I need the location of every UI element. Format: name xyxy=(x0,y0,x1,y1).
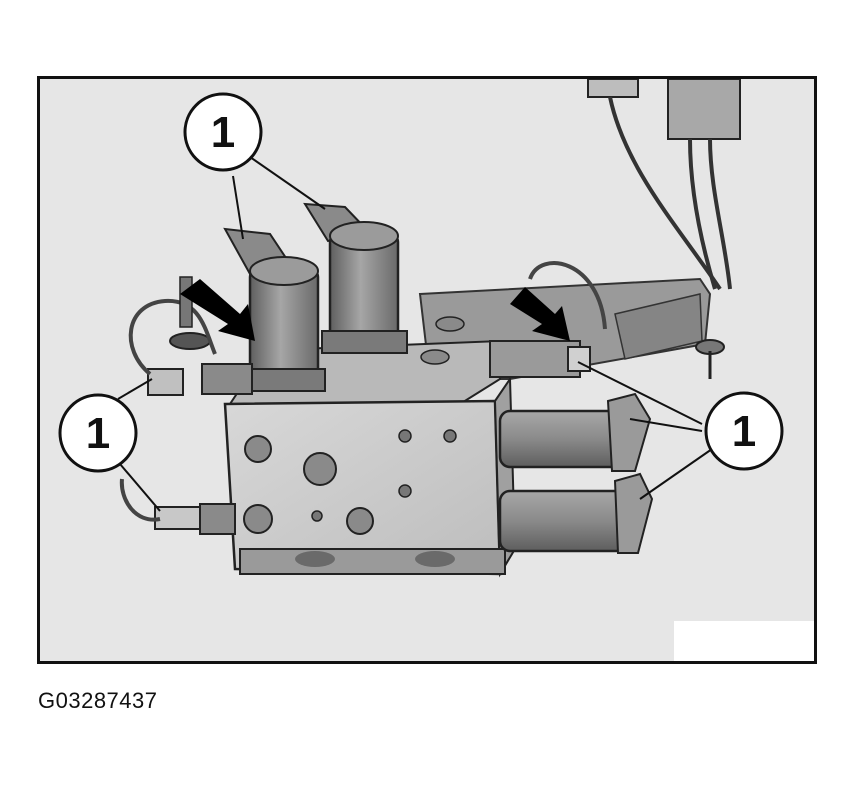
callout-1-right: 1 xyxy=(704,391,784,471)
vertical-solenoid-left xyxy=(223,227,326,392)
horizontal-solenoid-upper xyxy=(498,392,652,472)
callout-1-left: 1 xyxy=(58,393,138,473)
callout-number: 1 xyxy=(86,409,110,458)
leader-line xyxy=(119,463,161,512)
harness-connectors-top xyxy=(528,79,741,330)
leader-line xyxy=(629,418,703,432)
side-connectors xyxy=(119,276,591,535)
valve-body-illustration: 1 1 1 xyxy=(58,79,784,578)
leader-lines xyxy=(117,156,713,512)
leader-line xyxy=(639,448,713,500)
horizontal-solenoid-lower xyxy=(498,472,654,554)
arrow-left xyxy=(180,279,255,341)
leader-line xyxy=(577,361,703,425)
illustration-frame: 1 1 1 xyxy=(37,76,817,664)
callout-number: 1 xyxy=(732,407,756,456)
blank-corner xyxy=(674,621,814,661)
callout-number: 1 xyxy=(211,108,235,157)
leader-line xyxy=(117,378,153,400)
leader-line xyxy=(249,156,326,210)
figure-code: G03287437 xyxy=(38,688,158,713)
arrow-right xyxy=(510,287,570,341)
callout-1-top: 1 xyxy=(183,92,263,172)
vertical-solenoid-right xyxy=(303,202,408,354)
leader-line xyxy=(232,175,244,240)
